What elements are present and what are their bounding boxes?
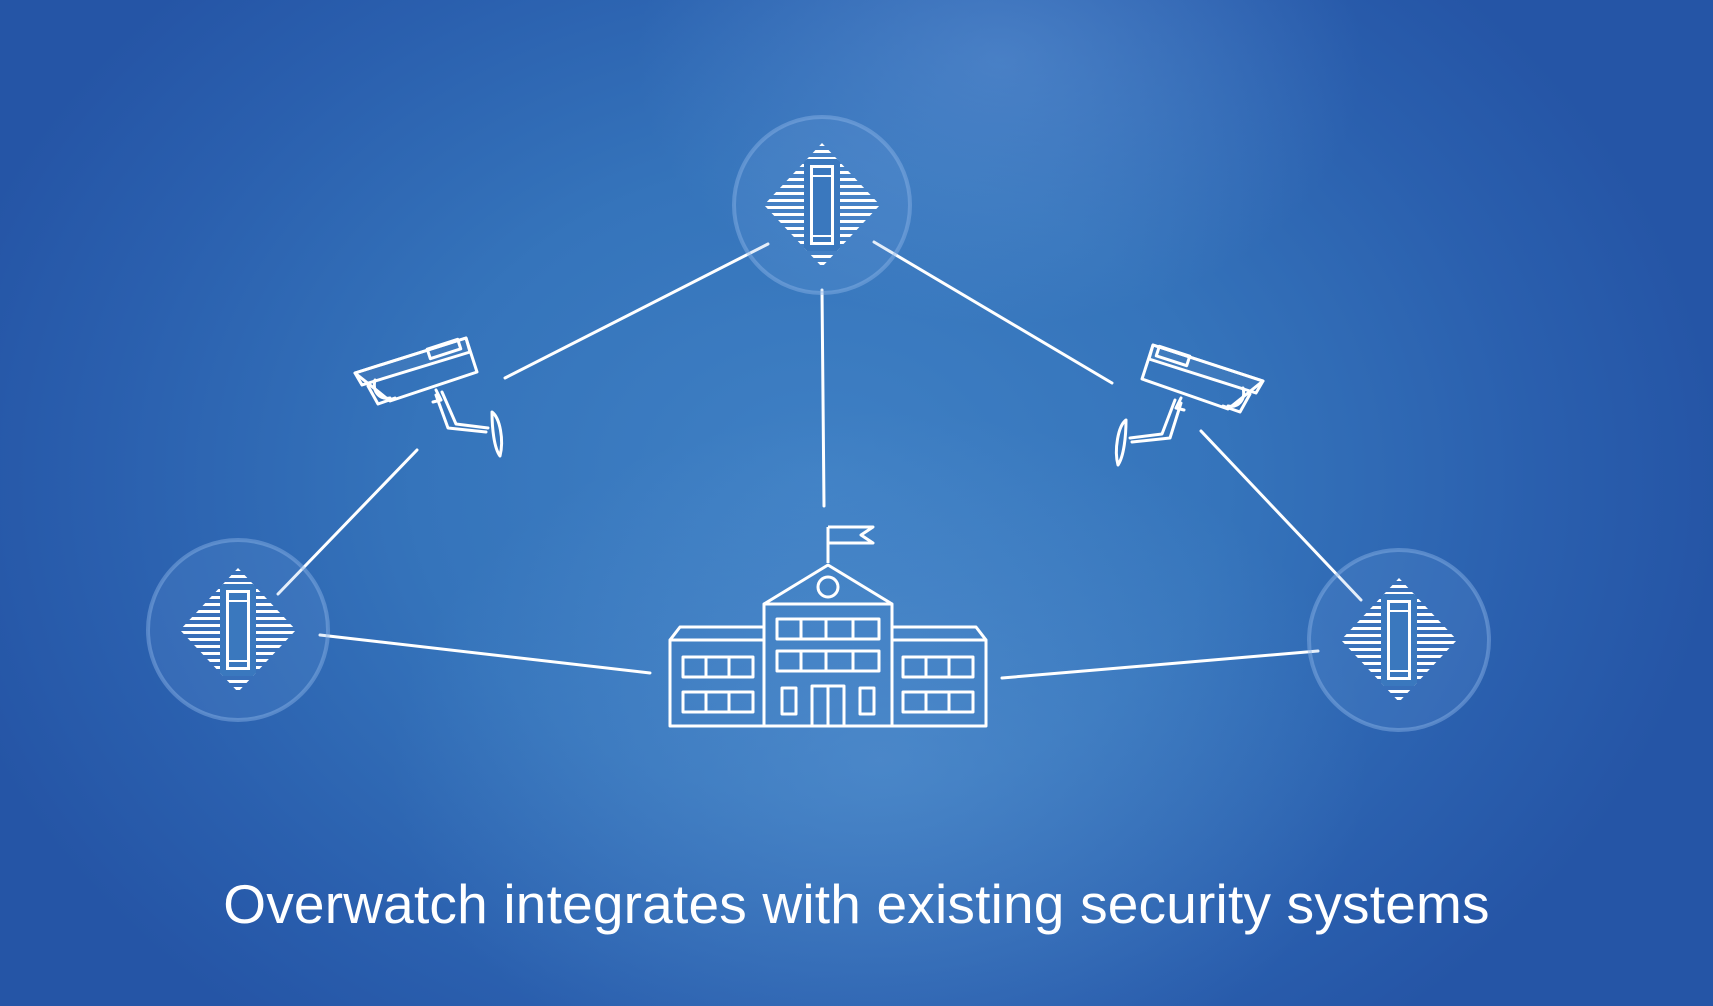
caption-text: Overwatch integrates with existing secur… [223, 873, 1490, 935]
sensor-right [1307, 548, 1491, 732]
sensor-left [146, 538, 330, 722]
connector-building-to-right-sensor [1000, 649, 1320, 680]
connector-left-camera-to-left-sensor [276, 448, 419, 596]
security-camera-icon [1114, 343, 1265, 467]
connector-right-camera-to-right-sensor [1199, 429, 1363, 602]
connector-top-to-left-camera [503, 242, 770, 380]
security-camera-icon [353, 336, 504, 458]
connector-lines [276, 240, 1363, 680]
school-building-icon [668, 525, 988, 728]
connector-left-sensor-to-building [318, 633, 652, 675]
connector-top-to-right-camera [872, 240, 1114, 385]
connector-top-to-building [820, 288, 826, 508]
sensor-top [732, 115, 912, 295]
